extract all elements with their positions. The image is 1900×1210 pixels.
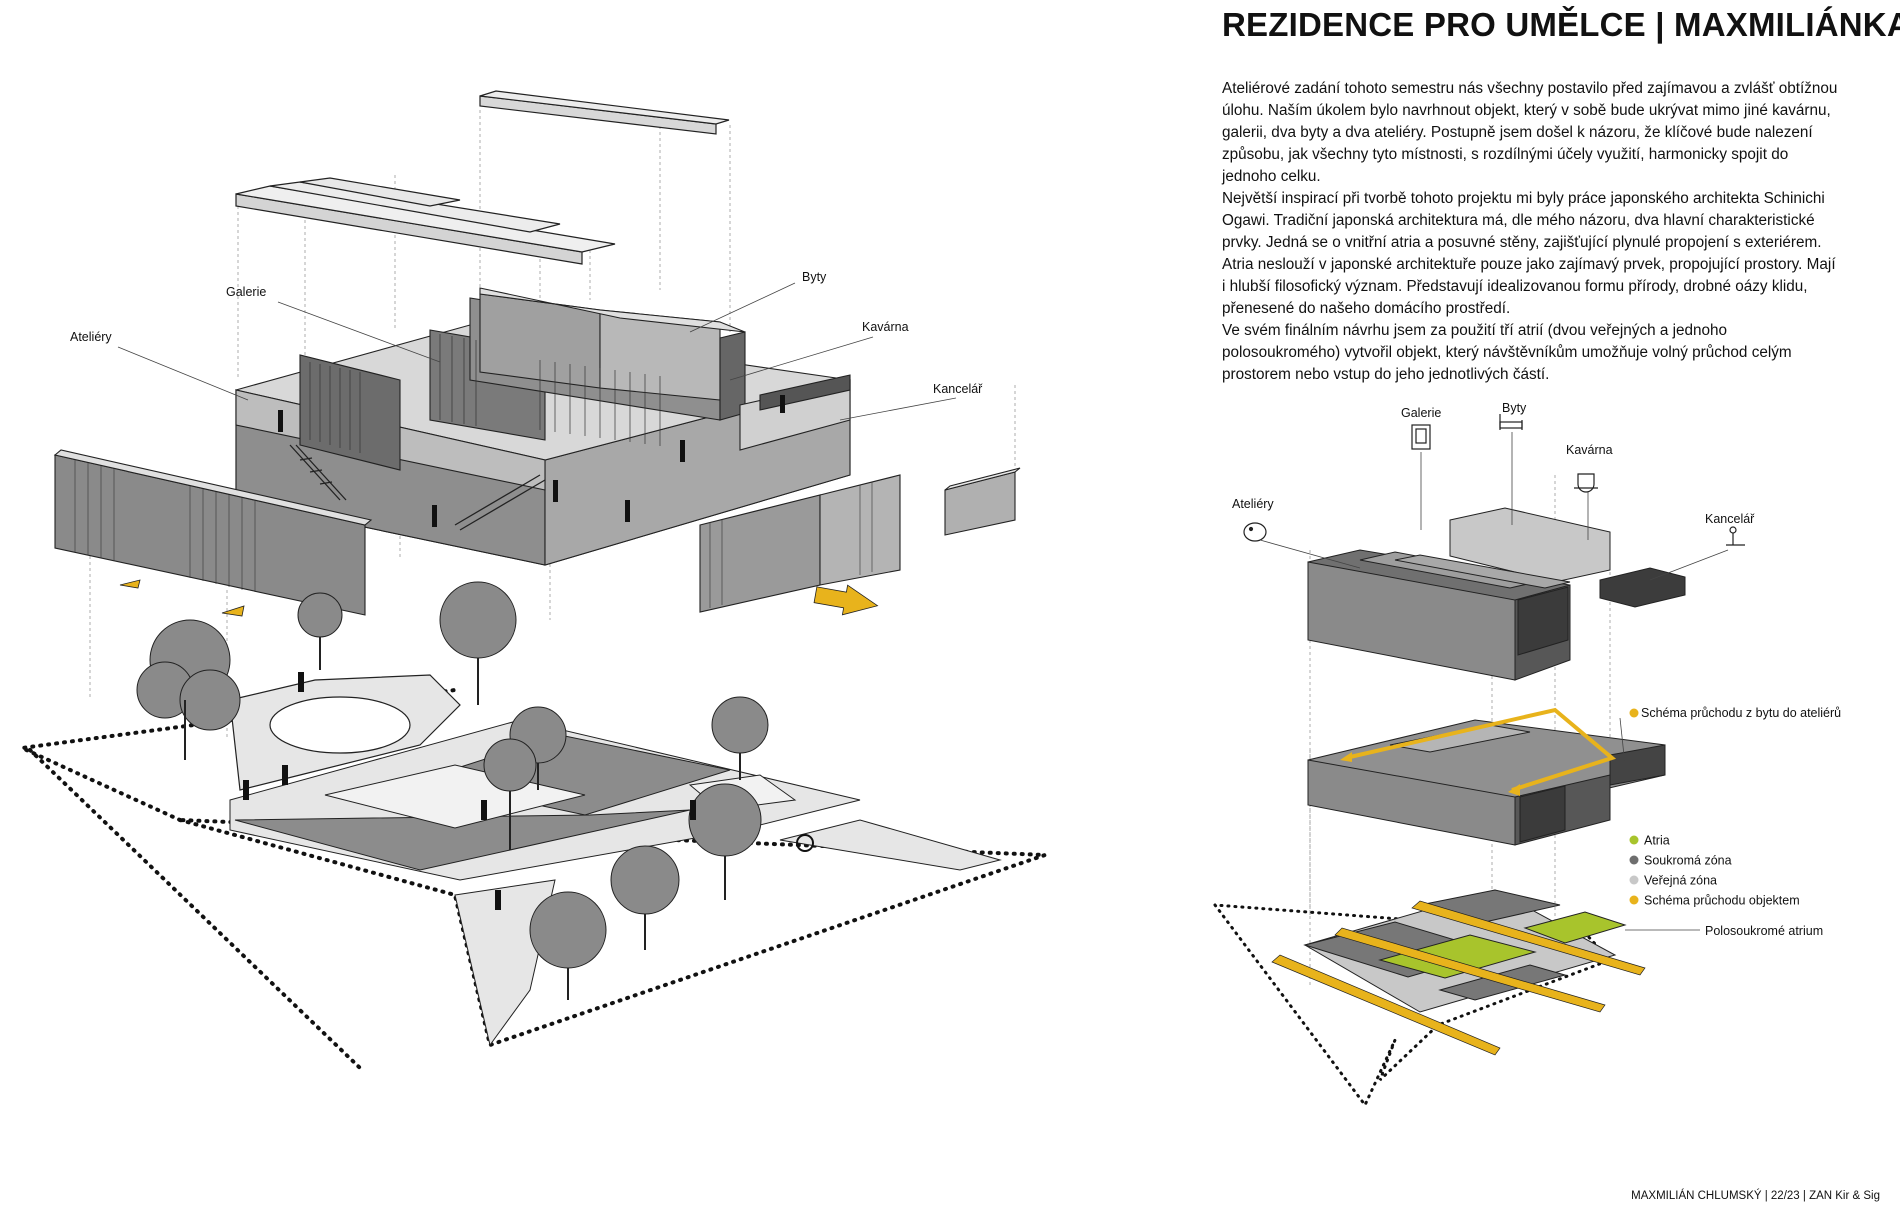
gallery-frame-icon xyxy=(1411,424,1431,450)
schema-label-ateliery: Ateliéry xyxy=(1232,497,1274,511)
legend-swatch xyxy=(1629,855,1639,865)
paragraph-2: Největší inspirací při tvorbě tohoto pro… xyxy=(1222,190,1836,317)
page-title: REZIDENCE PRO UMĚLCE | MAXMILIÁNKA xyxy=(1222,6,1900,43)
legend-label: Schéma průchodu objektem xyxy=(1644,894,1800,908)
legend-label: Soukromá zóna xyxy=(1644,854,1732,868)
people-inside xyxy=(278,395,785,527)
right-labels: Ateliéry Galerie Byty Kavárna Kancelář S… xyxy=(1232,401,1841,938)
path-arrowheads xyxy=(1340,752,1520,796)
stairs xyxy=(289,444,546,531)
schema-label-semi-private-atrium: Polosoukromé atrium xyxy=(1705,924,1823,938)
left-leader-lines xyxy=(117,282,957,421)
label-byty: Byty xyxy=(802,270,827,284)
building-glazing xyxy=(309,334,661,453)
palette-icon xyxy=(1243,522,1267,542)
trees xyxy=(136,581,769,969)
legend-label: Veřejná zóna xyxy=(1644,874,1717,888)
label-kancelar: Kancelář xyxy=(933,382,983,396)
description: Ateliérové zadání tohoto semestru nás vš… xyxy=(1222,78,1842,386)
volume-model-middle xyxy=(1307,719,1666,846)
legend-swatch xyxy=(1629,835,1639,845)
building-model xyxy=(235,287,851,566)
people-outside xyxy=(243,672,814,910)
schema-leader-lines xyxy=(1259,432,1729,931)
roof-slabs xyxy=(235,90,730,265)
entrance-arrows xyxy=(119,579,879,617)
label-kavarna: Kavárna xyxy=(862,320,909,334)
schema-label-kavarna: Kavárna xyxy=(1566,443,1613,457)
path-schema-from-apartment xyxy=(1349,707,1617,792)
label-ateliery: Ateliéry xyxy=(70,330,112,344)
legend-swatch xyxy=(1629,895,1639,905)
ground-path-arrows xyxy=(1271,900,1646,1056)
schema-label-byty: Byty xyxy=(1502,401,1527,415)
footer-credits: MAXMILIÁN CHLUMSKÝ | 22/23 | ZAN Kir & S… xyxy=(1631,1190,1880,1202)
bed-icon xyxy=(1499,414,1523,430)
schema-label-path: Schéma průchodu z bytu do ateliérů xyxy=(1641,706,1841,720)
path-dot-icon xyxy=(1629,708,1639,718)
left-labels: Ateliéry Galerie Byty Kavárna Kancelář xyxy=(70,270,983,396)
tree-trunks xyxy=(184,637,741,1000)
legend-label: Atria xyxy=(1644,834,1670,848)
volume-model-upper xyxy=(1307,507,1686,681)
facade-grid xyxy=(74,460,873,608)
schema-icons xyxy=(1243,414,1745,546)
paragraph-1: Ateliérové zadání tohoto semestru nás vš… xyxy=(1222,80,1838,185)
legend-swatch xyxy=(1629,875,1639,885)
label-galerie: Galerie xyxy=(226,285,266,299)
paragraph-3: Ve svém finálním návrhu jsem za použití … xyxy=(1222,322,1792,383)
schema-label-kancelar: Kancelář xyxy=(1705,512,1755,526)
office-worker-icon xyxy=(1726,526,1745,546)
schema-label-galerie: Galerie xyxy=(1401,406,1441,420)
coffee-cup-icon xyxy=(1574,473,1598,493)
